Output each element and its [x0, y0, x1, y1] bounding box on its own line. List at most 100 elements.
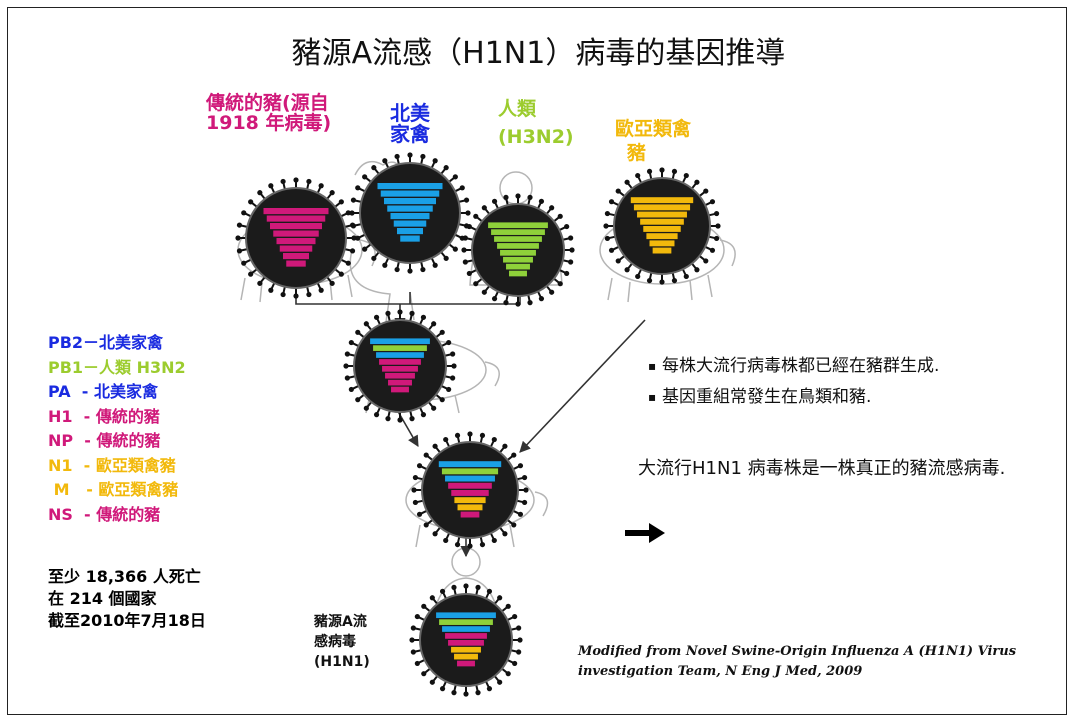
virus-spike-tip: [338, 199, 344, 205]
gene-segment-bar: [494, 236, 542, 242]
gene-segment-bar: [400, 235, 420, 242]
note-item: 基因重組常發生在鳥類和豬.: [648, 385, 1048, 410]
source-label-line: 歐亞類禽: [615, 118, 692, 140]
gene-segment-bar: [448, 640, 484, 646]
virus-spike-tip: [236, 248, 243, 254]
virus-spike-tip: [410, 625, 416, 631]
virus-spike-tip: [432, 262, 438, 268]
virus-spike-tip: [451, 690, 457, 696]
virus-spike-tip: [423, 522, 429, 528]
gene-segment-bar: [488, 222, 548, 229]
virus-spike-tip: [355, 235, 361, 241]
gene-segment-row: NS - 傳統的豬: [48, 504, 161, 524]
virus-spike-tip: [604, 210, 611, 217]
virus-spike-tip: [355, 329, 361, 335]
virus-spike-tip: [481, 289, 487, 295]
virus-spike-tip: [538, 296, 545, 302]
virus-spike-tip: [348, 339, 354, 346]
virus-spike-tip: [362, 174, 368, 180]
virus-spike-tip: [344, 375, 350, 381]
gene-segment-bar: [442, 626, 490, 632]
virus-spike-tip: [505, 671, 511, 677]
virus-spike-tip: [463, 691, 469, 697]
virus-spike-tip: [432, 531, 438, 537]
virus-spike-tip: [473, 213, 479, 219]
gene-segment-bar: [652, 247, 672, 254]
gene-segment-bar: [500, 250, 536, 256]
gene-segment-bar: [276, 238, 316, 245]
virus-spike-tip: [348, 386, 354, 393]
slide-frame: [7, 7, 1067, 715]
virus-spike-tip: [407, 152, 413, 158]
gene-segment-bar: [491, 229, 545, 235]
virus-spike-tip: [694, 179, 700, 185]
virus-spike-tip: [420, 153, 426, 160]
virus-spike-tip: [241, 260, 247, 266]
gene-segment-bar: [460, 511, 480, 518]
gene-segment-bar: [448, 482, 492, 489]
virus-spike-tip: [345, 210, 351, 216]
virus-spike-tip: [505, 603, 511, 609]
gene-segment-bar: [646, 233, 678, 240]
virus-spike-tip: [414, 660, 420, 667]
virus-spike-tip: [549, 205, 555, 211]
virus-spike-tip: [420, 266, 426, 273]
virus-spike-tip: [349, 248, 356, 254]
gene-segment-bar: [377, 183, 443, 190]
death-toll-line: 截至2010年7月18日: [48, 611, 206, 630]
result-virus-label-line: 豬源A流: [314, 614, 367, 630]
gene-segment-bar: [630, 197, 694, 204]
virus-spike-tip: [412, 499, 419, 506]
virus-spike-tip: [568, 235, 574, 241]
source-label-line: 人類: [498, 98, 537, 120]
gene-segment-bar: [503, 256, 533, 263]
virus-spike-tip: [491, 198, 498, 204]
gene-segment-bar: [390, 213, 430, 220]
gene-segment-bar: [376, 352, 424, 358]
virus-spike-tip: [694, 267, 700, 273]
virus-spike-tip: [615, 258, 621, 264]
virus-spike-tip: [479, 432, 486, 439]
virus-spike-tip: [371, 255, 377, 261]
virus-spike-tip: [511, 522, 517, 528]
virus-spike-tip: [450, 375, 456, 381]
gene-segment-bar: [380, 190, 440, 197]
gene-segment-bar: [373, 345, 427, 351]
virus-spike-tip: [517, 463, 524, 469]
gene-segment-bar: [454, 653, 478, 660]
virus-spike-tip: [523, 487, 529, 493]
virus-spike-tip: [350, 197, 357, 203]
virus-spike-tip: [268, 287, 274, 293]
virus-spike-tip: [515, 301, 521, 307]
virus-spike-tip: [373, 412, 380, 418]
virus-spike-tip: [235, 235, 241, 241]
virus-spike-tip: [516, 649, 522, 655]
virus-pandemic-swine: [411, 431, 529, 549]
gene-segment-bar: [263, 208, 329, 215]
virus-spike-tip: [344, 351, 350, 357]
virus-spike-tip: [646, 277, 653, 284]
gene-segment-bar: [379, 359, 421, 365]
virus-spike-tip: [461, 247, 467, 253]
virus-spike-tip: [608, 199, 615, 205]
virus-spike-tip: [411, 487, 417, 493]
virus-spike-tip: [497, 595, 503, 601]
virus-spike-tip: [382, 262, 388, 268]
virus-spike-tip: [549, 289, 555, 295]
virus-spike-tip: [394, 153, 400, 160]
virus-spike-tip: [659, 167, 665, 173]
virus-spike-tip: [439, 397, 445, 403]
virus-spike-tip: [491, 436, 497, 443]
gene-segment-row: PB1－人類 H3N2: [48, 357, 186, 377]
gene-segment-bar: [283, 253, 309, 260]
virus-spike-tip: [446, 386, 452, 393]
virus-spike-tip: [451, 363, 457, 369]
virus-spike-tip: [338, 271, 344, 277]
gene-segment-bar: [385, 372, 415, 379]
virus-spike-tip: [503, 300, 509, 306]
gene-segment-bar: [640, 218, 684, 225]
source-label-line: 傳統的豬(源自: [206, 92, 329, 114]
virus-spike-tip: [318, 287, 324, 293]
virus-spike-tip: [454, 432, 461, 439]
virus-spike-tip: [624, 179, 630, 185]
